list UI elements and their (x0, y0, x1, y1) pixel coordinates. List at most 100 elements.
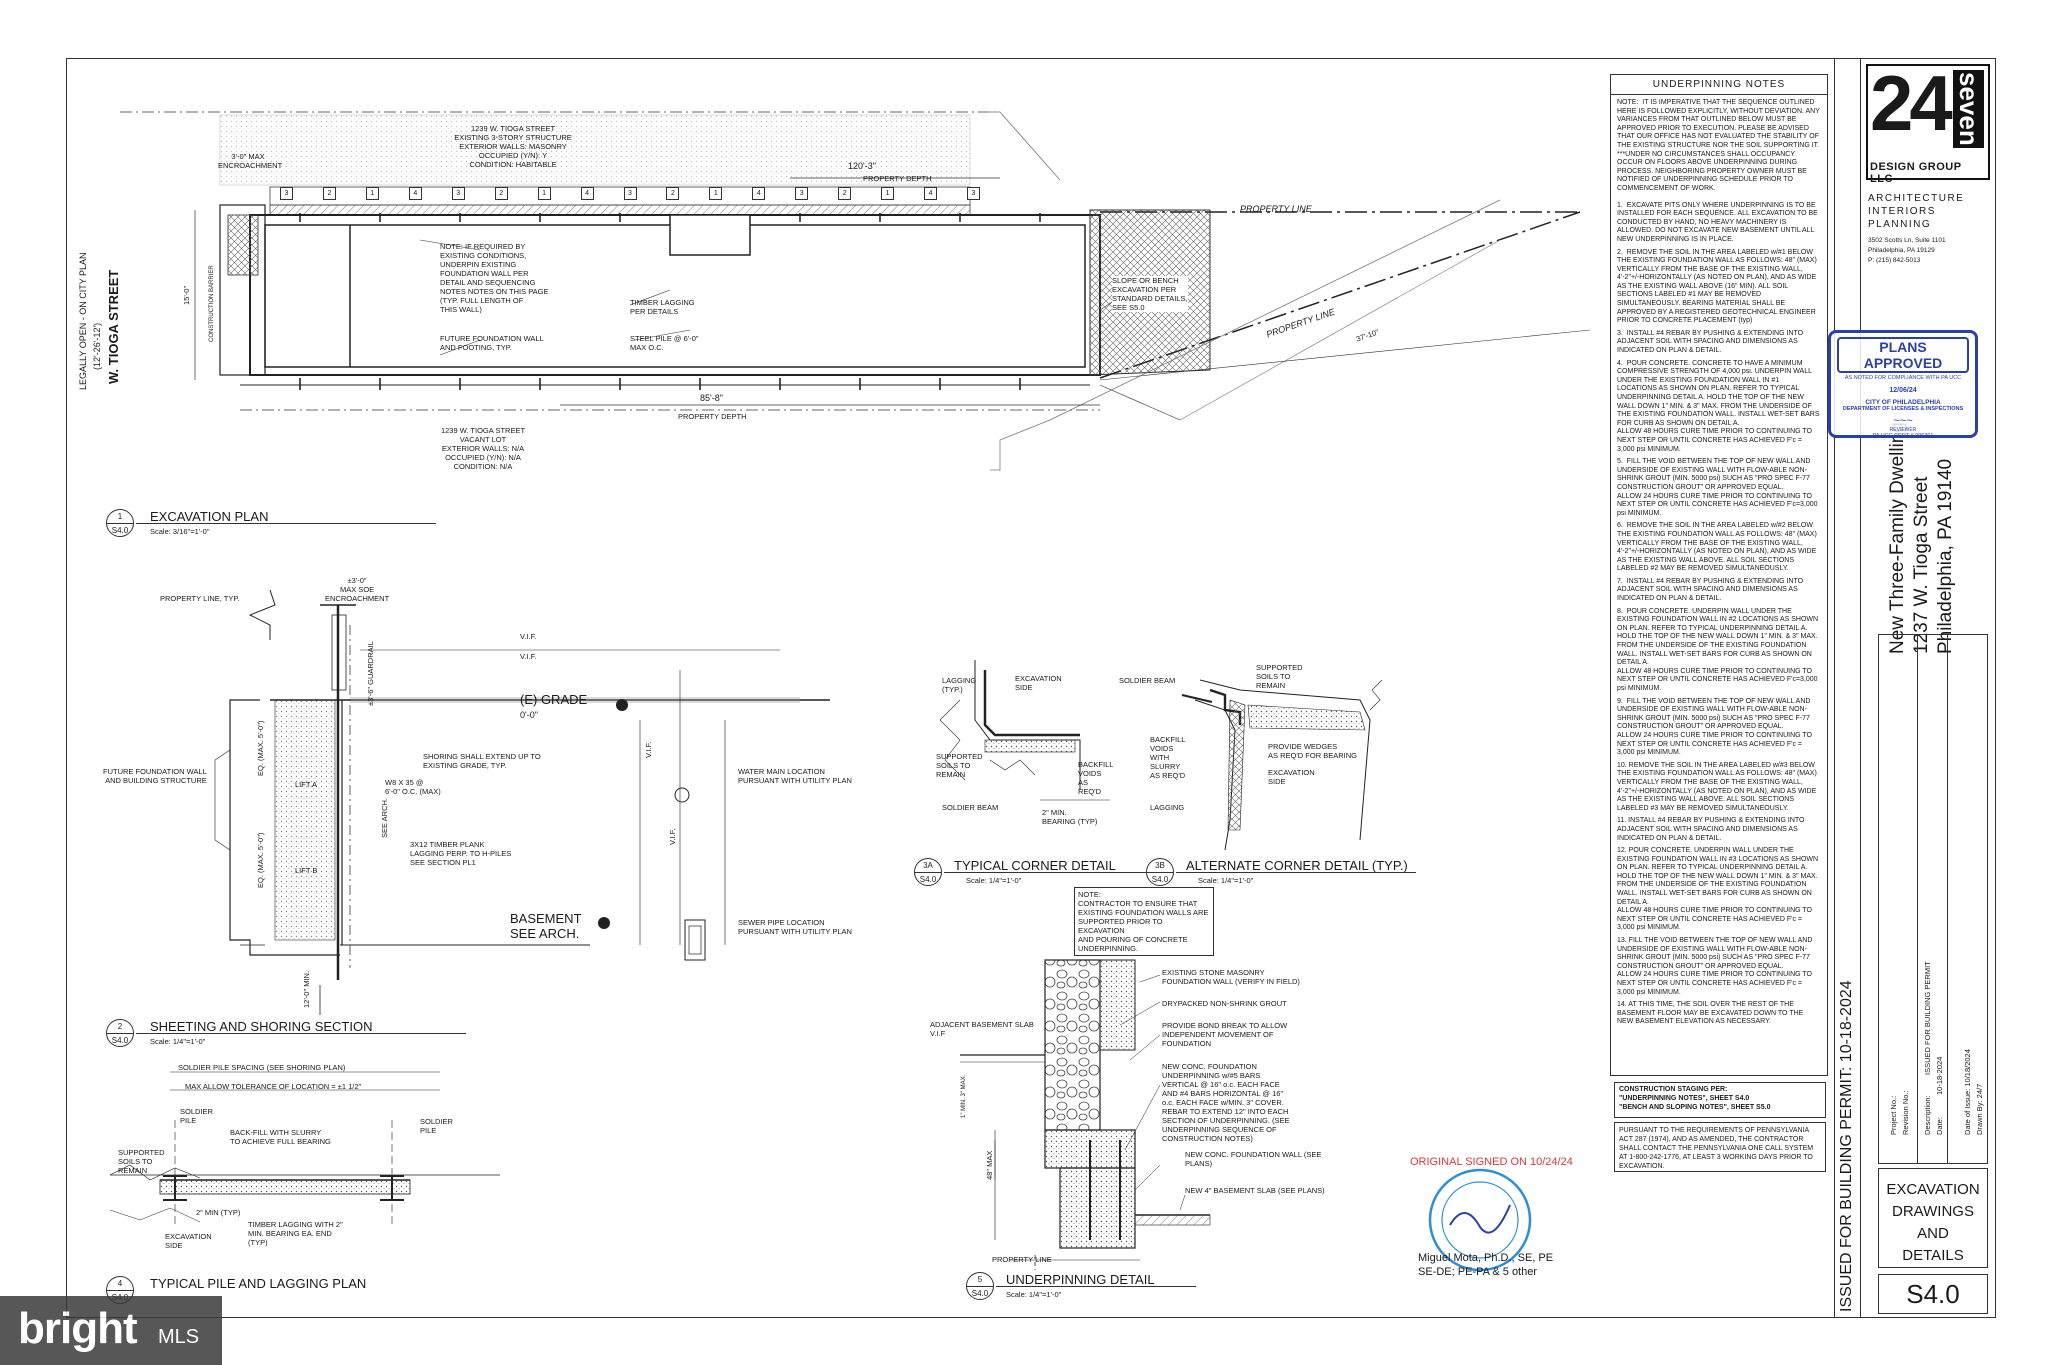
drawing-sheet-border (66, 58, 1996, 1318)
detail-title: EXCAVATION PLAN (150, 509, 269, 524)
pile-tolerance: MAX ALLOW TOLERANCE OF LOCATION = ±1 1/2… (185, 1082, 362, 1091)
notes-item: 5. FILL THE VOID BETWEEN THE TOP OF NEW … (1617, 458, 1818, 517)
watermark-badge: bright MLS (0, 1296, 222, 1365)
project-no: Project No.: (1889, 1095, 1898, 1135)
note-line: SEE SECTION PL1 (410, 858, 476, 867)
rev-row-date: 10-18-2024 (1935, 1056, 1944, 1095)
note-line: BACK-FILL WITH SLURRY (230, 1128, 322, 1137)
note-line: MAX SOE (339, 585, 375, 594)
note-line: AS (1078, 778, 1089, 787)
note-line: SOILS TO (118, 1157, 153, 1166)
pile-marker: 2 (666, 187, 680, 200)
lot-line: VACANT LOT (459, 435, 507, 444)
construction-barrier-label: CONSTRUCTION BARRIER (209, 265, 215, 342)
note-line: STEEL PILE @ 6'-0" (630, 334, 699, 343)
lot-line: CONDITION: N/A (453, 462, 513, 471)
lift-a: LIFT A (295, 780, 317, 789)
stamp-city: CITY OF PHILADELPHIA (1865, 399, 1941, 406)
project-line: Philadelphia, PA 19140 (1935, 458, 1956, 654)
pile-marker: 2 (838, 187, 852, 200)
section-vif-1: V.I.F. (520, 632, 537, 641)
note-line: SIDE (1268, 777, 1286, 786)
section-property-line: PROPERTY LINE, TYP. (160, 594, 240, 603)
sewer-note: SEWER PIPE LOCATION PURSUANT WITH UTILIT… (738, 918, 852, 936)
see-arch-vertical: SEE ARCH. (380, 797, 389, 838)
note-line: FOUNDATION (1162, 1039, 1212, 1048)
note-line: "UNDERPINNING NOTES", SHEET S4.0 (1619, 1095, 1750, 1102)
section-shoring-note: SHORING SHALL EXTEND UP TO EXISTING GRAD… (423, 752, 541, 770)
note-line: UNDERPIN EXISTING (440, 260, 517, 269)
section-future-foundation: FUTURE FOUNDATION WALL AND BUILDING STRU… (103, 767, 207, 785)
sheet-title-line: DRAWINGS AND (1892, 1203, 1974, 1242)
note-line: FUTURE FOUNDATION WALL (440, 334, 544, 343)
note-line: PROVIDE WEDGES (1268, 742, 1338, 751)
project-line: New Three-Family Dwelling (1887, 422, 1908, 654)
plans-approved-stamp: PLANS APPROVED AS NOTED FOR COMPLIANCE W… (1828, 330, 1978, 439)
note-line: W8 X 35 @ (385, 778, 424, 787)
stamp-title: PLANS APPROVED (1837, 337, 1969, 373)
note-line: REMAIN (936, 770, 966, 779)
note-line: CONSTRUCTION NOTES) (1162, 1134, 1253, 1143)
note-line: SECTION OF UNDERPINNING. (SEE (1162, 1116, 1290, 1125)
pile-marker: 4 (924, 187, 938, 200)
section-timber-note: 3X12 TIMBER PLANK LAGGING PERP. TO H-PIL… (410, 840, 511, 867)
note-line: TIMBER LAGGING (630, 298, 695, 307)
corner-supported: SUPPORTED SOILS TO REMAIN (936, 752, 983, 779)
underpinning-notes-panel: UNDERPINNING NOTES NOTE: IT IS IMPERATIV… (1610, 74, 1828, 1076)
note-underpin: NOTE: IF REQUIRED BY EXISTING CONDITIONS… (440, 242, 549, 314)
note-line: NEW CONC. FOUNDATION WALL (SEE (1185, 1150, 1322, 1159)
note-line: SLURRY (1150, 762, 1181, 771)
property-depth-bottom: PROPERTY DEPTH (678, 412, 747, 421)
note-line: PURSUANT WITH UTILITY PLAN (738, 776, 852, 785)
corner-backfill: BACKFILL VOIDS AS REQ'D (1078, 760, 1113, 796)
note-line: NOTE: (1078, 890, 1101, 899)
detail-scale: Scale: 1/4"=1'-0" (1006, 1290, 1062, 1299)
note-line: EXISTING GRADE, TYP. (423, 761, 507, 770)
note-line: AND FOOTING, TYP. (440, 343, 512, 352)
backfill-note: BACK-FILL WITH SLURRY TO ACHIEVE FULL BE… (230, 1128, 331, 1146)
note-line: TIMBER LAGGING WITH 2" (248, 1220, 343, 1229)
note-line: SIDE (165, 1241, 183, 1250)
underpin-drypack: DRYPACKED NON-SHRINK GROUT (1162, 999, 1287, 1008)
construction-staging-box: CONSTRUCTION STAGING PER: "UNDERPINNING … (1614, 1082, 1826, 1118)
notes-item: 8. POUR CONCRETE. UNDERPIN WALL UNDER TH… (1617, 607, 1819, 692)
notes-items: 1. EXCAVATE PITS ONLY WHERE UNDERPINNING… (1611, 198, 1827, 1035)
pile-marker: 4 (752, 187, 766, 200)
service-line: PLANNING (1868, 219, 1932, 230)
notes-intro: NOTE: IT IS IMPERATIVE THAT THE SEQUENCE… (1617, 99, 1820, 192)
note-line: EXISTING FOUNDATION WALLS ARE (1078, 908, 1209, 917)
notes-item: 9. FILL THE VOID BETWEEN THE TOP OF NEW … (1617, 697, 1812, 757)
steel-pile-note: STEEL PILE @ 6'-0" MAX O.C. (630, 334, 699, 352)
note-line: PURSUANT WITH UTILITY PLAN (738, 927, 852, 936)
supported-soils-note: SUPPORTED SOILS TO REMAIN (118, 1148, 165, 1175)
detail-title: ALTERNATE CORNER DETAIL (TYP.) (1186, 858, 1408, 873)
note-line: PER DETAILS (630, 307, 679, 316)
street-width: (12'-26'-12') (92, 322, 102, 370)
note-line: MIN. BEARING EA. END (248, 1229, 332, 1238)
note-line: ENCROACHMENT (325, 594, 390, 603)
firm-services: ARCHITECTURE INTERIORS PLANNING (1868, 192, 1964, 231)
section-grade-value: 0'-0" (520, 710, 538, 720)
dim-85: 85'-8" (700, 393, 723, 403)
note-line: BEARING (TYP) (1042, 817, 1098, 826)
lot-line: 1239 W. TIOGA STREET (440, 426, 526, 435)
address-line: 3502 Scotts Ln, Suite 1101 (1868, 237, 1946, 244)
pile-marker: 3 (967, 187, 980, 200)
stamp-date: 12/06/24 (1889, 387, 1917, 394)
note-line: DETAIL AND SEQUENCING (440, 278, 536, 287)
lot-line: EXTERIOR WALLS: N/A (441, 444, 525, 453)
note-line: PLANS) (1185, 1159, 1213, 1168)
note-line: (TYP) (248, 1238, 268, 1247)
note-line: SEWER PIPE LOCATION (738, 918, 825, 927)
underpin-min-max: 1" MIN. 3" MAX. (961, 1074, 967, 1118)
revision-no: Revision No.: (1901, 1090, 1910, 1135)
note-line: FOUNDATION WALL (VERIFY IN FIELD) (1162, 977, 1300, 986)
notes-item: 11. INSTALL #4 REBAR BY PUSHING & EXTEND… (1617, 817, 1807, 842)
alt-lagging: LAGGING (1150, 803, 1185, 812)
note-line: AS REQ'D FOR BEARING (1268, 751, 1357, 760)
corner-exc-side: EXCAVATION SIDE (1015, 674, 1062, 692)
note-line: o.c. EACH FACE w/MIN. 3" COVER. (1162, 1098, 1284, 1107)
watermark-mls: MLS (158, 1326, 200, 1348)
underpin-bond: PROVIDE BOND BREAK TO ALLOW INDEPENDENT … (1162, 1021, 1287, 1048)
